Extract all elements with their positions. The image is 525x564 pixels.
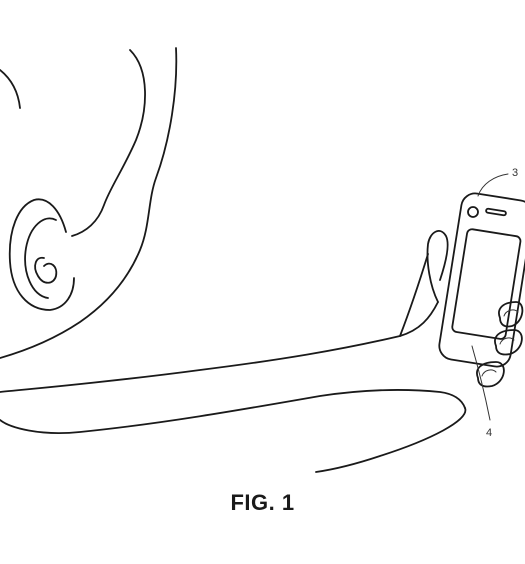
- phone-camera: [467, 206, 479, 218]
- fingernail-1: [503, 309, 519, 317]
- head-edge-arc: [0, 69, 21, 109]
- leader-line-3: [477, 173, 509, 197]
- phone-screen: [451, 228, 522, 340]
- finger-1: [498, 301, 524, 328]
- finger-3: [476, 361, 505, 388]
- ref-numeral-4: 4: [486, 427, 492, 439]
- forearm-outline: [315, 407, 467, 473]
- leader-line-4: [471, 345, 491, 421]
- head-profile-outline: [71, 49, 146, 237]
- ref-numeral-3: 3: [512, 167, 518, 179]
- figure-caption: FIG. 1: [230, 490, 295, 515]
- phone-speaker-slot: [485, 207, 507, 217]
- neck-front-outline: [0, 47, 178, 359]
- finger-2: [494, 329, 523, 356]
- palm-outline: [399, 253, 429, 337]
- ear-concha: [34, 256, 58, 284]
- ear-outer: [8, 198, 75, 311]
- arm-lower-outline: [0, 389, 466, 434]
- fingernail-3: [481, 369, 497, 377]
- shoulder-outline: [0, 301, 439, 393]
- fingernail-2: [499, 337, 515, 345]
- phone-body: [438, 192, 525, 368]
- ear-inner-fold: [24, 217, 57, 299]
- thumb-outline: [426, 230, 449, 303]
